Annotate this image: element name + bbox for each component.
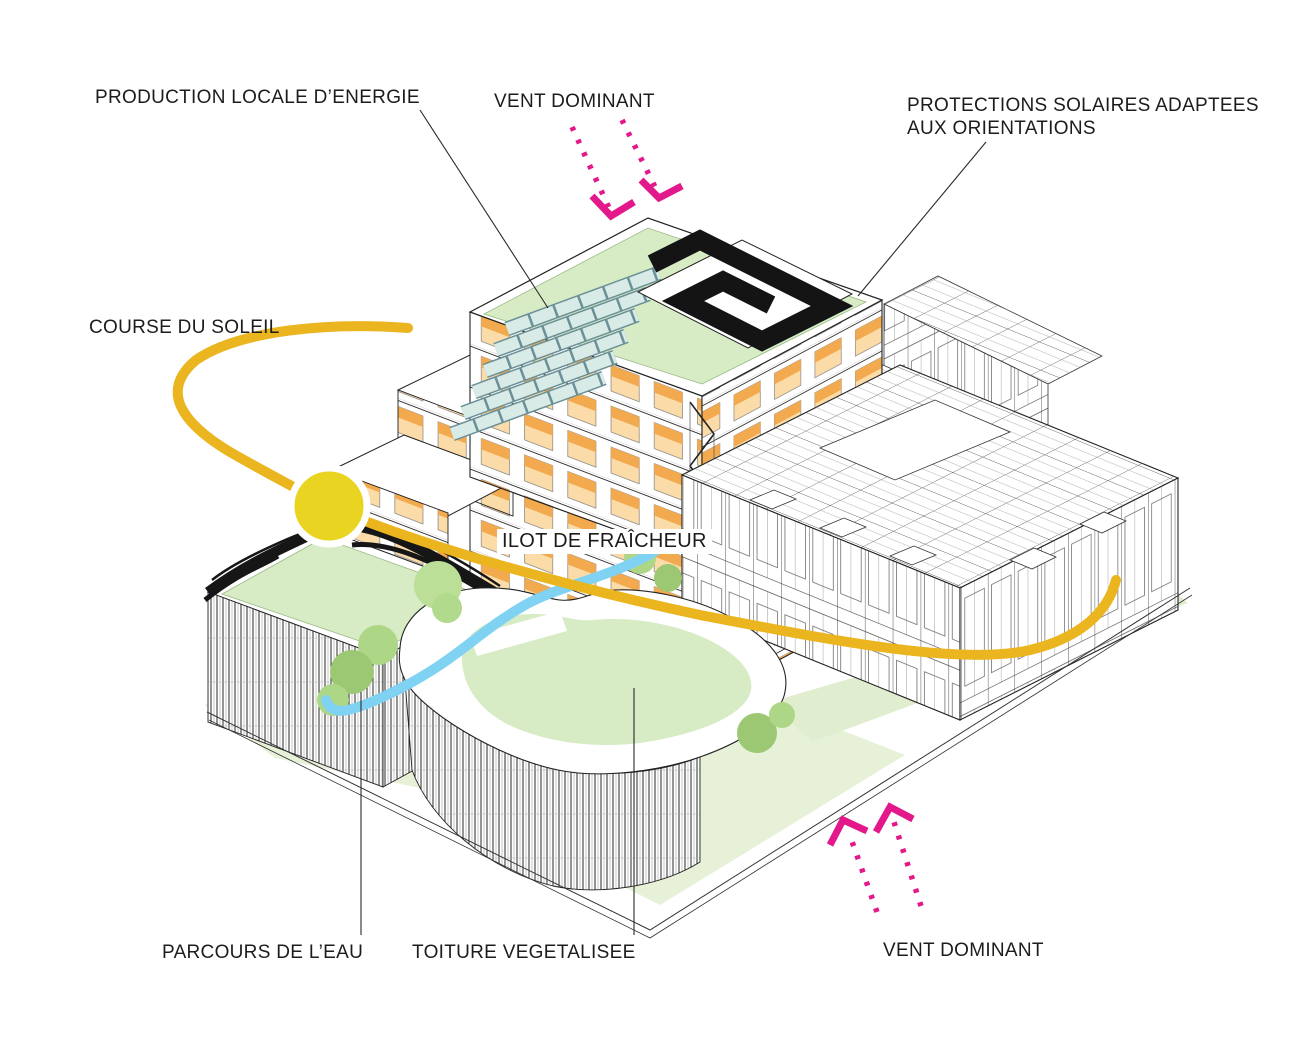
label-production-locale-denergie: PRODUCTION LOCALE D’ENERGIE <box>95 87 420 108</box>
green-roof-garden <box>461 611 752 745</box>
label-vent-dominant-haut: VENT DOMINANT <box>494 91 655 112</box>
leader-lines <box>360 109 987 935</box>
label-ilot-de-fraicheur: ILOT DE FRAÎCHEUR <box>497 529 712 554</box>
roof-spiral-structure <box>636 229 854 352</box>
sun-icon <box>287 464 371 548</box>
base-slab-edge <box>206 587 1193 939</box>
label-course-du-soleil: COURSE DU SOLEIL <box>89 317 280 338</box>
wind-arrows-south <box>826 802 924 913</box>
garden-building <box>398 587 787 891</box>
label-vent-dominant-bas: VENT DOMINANT <box>883 940 1044 961</box>
label-protections-solaires: PROTECTIONS SOLAIRES ADAPTEES AUX ORIENT… <box>907 94 1259 140</box>
label-toiture-vegetalisee: TOITURE VEGETALISEE <box>412 942 636 963</box>
sun-path-arc <box>172 321 1121 660</box>
wind-arrows-north <box>569 118 684 221</box>
label-protections-solaires-ligne1: PROTECTIONS SOLAIRES ADAPTEES <box>907 95 1259 116</box>
label-parcours-de-leau: PARCOURS DE L’EAU <box>162 942 364 963</box>
construction-building <box>680 364 1180 721</box>
label-protections-solaires-ligne2: AUX ORIENTATIONS <box>907 118 1096 139</box>
solar-panel-rows <box>449 265 662 442</box>
